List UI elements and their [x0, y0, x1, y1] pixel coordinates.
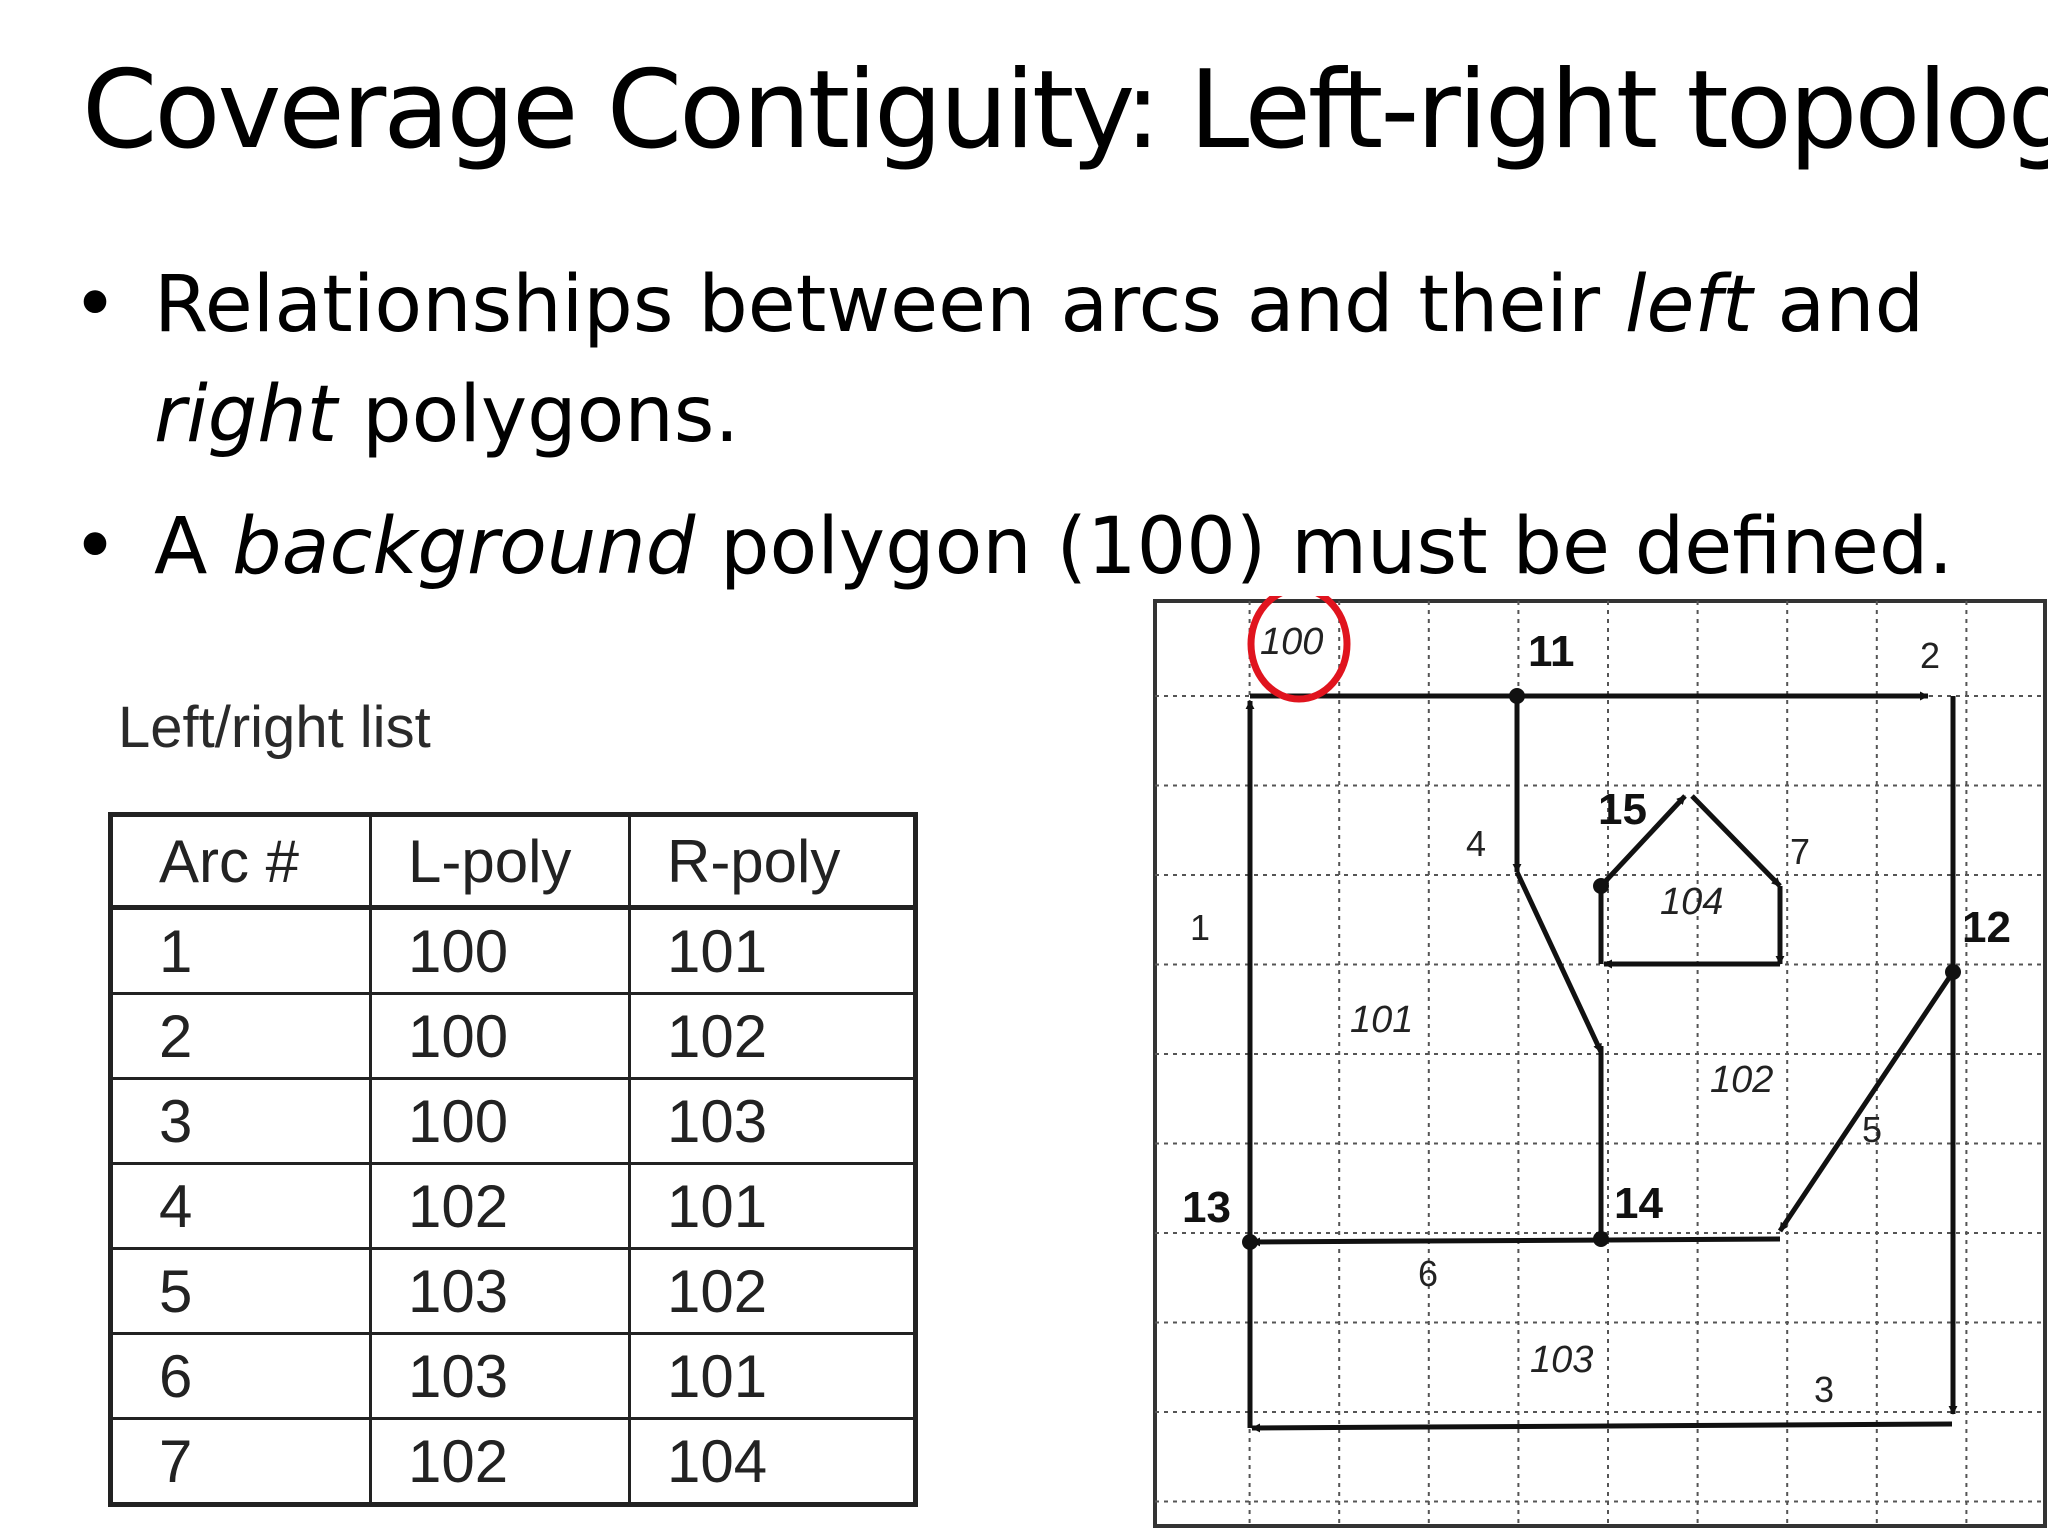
node-label-13: 13 — [1182, 1183, 1231, 1232]
bullet-list: • Relationships between arcs and their l… — [72, 250, 2032, 602]
arc-label-1: 1 — [1190, 907, 1210, 948]
cell-r-poly: 104 — [628, 1417, 917, 1506]
arc-7a — [1599, 794, 1687, 888]
table-header-row: Arc # L-poly R-poly — [109, 813, 917, 910]
column-header-l-poly: L-poly — [369, 813, 631, 910]
cell-r-poly: 102 — [628, 1247, 917, 1335]
cell-l-poly: 100 — [369, 992, 631, 1080]
arc-label-3: 3 — [1814, 1369, 1834, 1410]
node-label-12: 12 — [1962, 903, 2011, 952]
node-14-point — [1593, 1231, 1609, 1247]
arc-label-7: 7 — [1790, 831, 1810, 872]
node-label-15: 15 — [1598, 785, 1647, 834]
arc-label-6: 6 — [1418, 1253, 1438, 1294]
cell-l-poly: 103 — [369, 1332, 631, 1420]
cell-r-poly: 101 — [628, 1162, 917, 1250]
nodes — [1242, 688, 1961, 1250]
arc-label-5: 5 — [1862, 1109, 1882, 1150]
cell-l-poly: 102 — [369, 1417, 631, 1506]
cell-arc: 7 — [109, 1417, 372, 1506]
arc-label-2: 2 — [1920, 635, 1940, 676]
topology-diagram: 11 12 13 14 15 1 2 3 4 5 6 7 100 101 102… — [1153, 596, 2047, 1528]
bullet-item: • A background polygon (100) must be def… — [72, 492, 2032, 602]
column-header-arc: Arc # — [109, 813, 372, 910]
cell-arc: 5 — [109, 1247, 372, 1335]
arc-label-4: 4 — [1466, 823, 1486, 864]
cell-l-poly: 100 — [369, 1077, 631, 1165]
arc-3 — [1251, 1421, 1953, 1433]
cell-r-poly: 102 — [628, 992, 917, 1080]
bullet-dot-icon: • — [72, 260, 119, 350]
cell-arc: 2 — [109, 992, 372, 1080]
cell-l-poly: 102 — [369, 1162, 631, 1250]
cell-arc: 6 — [109, 1332, 372, 1420]
cell-l-poly: 100 — [369, 906, 631, 995]
polygon-label-102: 102 — [1710, 1059, 1773, 1101]
cell-l-poly: 103 — [369, 1247, 631, 1335]
arc-6 — [1251, 1236, 1781, 1247]
polygon-label-101: 101 — [1350, 999, 1413, 1041]
cell-arc: 1 — [109, 906, 372, 995]
cell-r-poly: 103 — [628, 1077, 917, 1165]
polygon-label-100: 100 — [1260, 621, 1323, 663]
arc-7b — [1690, 794, 1782, 888]
arc-4b — [1514, 870, 1604, 1054]
node-label-14: 14 — [1614, 1179, 1663, 1228]
highlight-circle — [1247, 596, 1351, 703]
node-11-point — [1509, 688, 1525, 704]
cell-r-poly: 101 — [628, 906, 917, 995]
arc-5 — [1777, 970, 1956, 1233]
polygon-label-104: 104 — [1660, 881, 1723, 923]
column-header-r-poly: R-poly — [628, 813, 917, 910]
node-12-point — [1945, 964, 1961, 980]
slide-title: Coverage Contiguity: Left-right topology — [82, 48, 2048, 173]
arcs — [1245, 691, 1958, 1433]
node-label-11: 11 — [1528, 627, 1575, 676]
left-right-list-caption: Left/right list — [118, 695, 431, 760]
polygon-label-103: 103 — [1530, 1339, 1593, 1381]
cell-arc: 4 — [109, 1162, 372, 1250]
node-13-point — [1242, 1234, 1258, 1250]
cell-arc: 3 — [109, 1077, 372, 1165]
cell-r-poly: 101 — [628, 1332, 917, 1420]
bullet-dot-icon: • — [72, 502, 119, 592]
bullet-item: • Relationships between arcs and their l… — [72, 250, 2032, 470]
node-15-point — [1593, 878, 1609, 894]
